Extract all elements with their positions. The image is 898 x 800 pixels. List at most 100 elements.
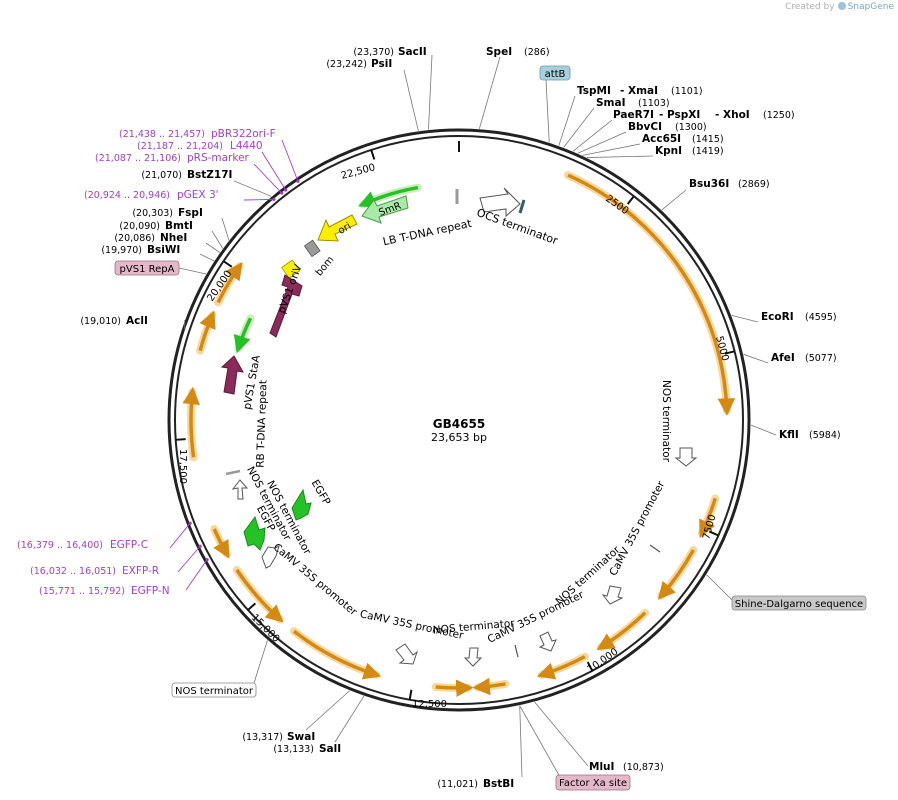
enzyme-name-bsiwi: BsiWI xyxy=(147,244,180,256)
enzyme-name-acli: AclI xyxy=(126,315,148,327)
leader-line-psii xyxy=(403,69,419,131)
enzyme-name-ecori: EcoRI xyxy=(761,311,794,323)
leader-line-factor-xa xyxy=(519,705,561,778)
enzyme-name-bstbi: BstBI xyxy=(483,778,514,790)
leader-line-bstbi xyxy=(519,705,523,778)
leader-line-swai xyxy=(305,690,350,731)
leader-line-nhei xyxy=(205,242,221,253)
backbone-outer-ring xyxy=(167,128,751,712)
leader-line-acc65i xyxy=(582,143,641,156)
enzyme-pos-ecori: (4595) xyxy=(805,312,837,323)
cds-arc-1 xyxy=(567,173,736,416)
primer-name-prs-marker: pRS-marker xyxy=(187,152,250,164)
cds-arc-11 xyxy=(182,386,200,458)
tick-label-2500: 2500 xyxy=(603,193,630,217)
plasmid-name: GB4655 xyxy=(433,417,485,431)
credit-brand: SnapGene xyxy=(847,2,894,12)
plasmid-size: 23,653 bp xyxy=(431,431,487,444)
factor-xa-box xyxy=(555,774,631,791)
leader-line-shine-dalgarno xyxy=(706,574,733,601)
leader-line-sacii xyxy=(428,54,433,130)
pvs1-repa-label: pVS1 RepA xyxy=(120,264,175,275)
enzyme-pos-swai: (13,317) xyxy=(242,732,283,743)
camv35s-mark-right xyxy=(649,544,661,553)
primer-site-egfp-n xyxy=(205,558,209,562)
egfp-arrow-outer xyxy=(243,515,266,551)
enzyme-pos-mlui: (10,873) xyxy=(623,762,664,773)
nos-terminator-arrow-lower xyxy=(538,631,557,652)
primer-line-pgex3 xyxy=(243,198,274,201)
leader-line-mlui xyxy=(534,701,589,767)
enzyme-name-smai: SmaI xyxy=(596,97,626,109)
camv35s-promoter-label-lower-left: CaMV 35S promoter xyxy=(271,541,360,618)
enzyme-pos-bsiwi: (19,970) xyxy=(101,245,142,256)
enzyme-name-mlui: MluI xyxy=(589,761,614,773)
nos-terminator-arrow-left xyxy=(261,545,280,569)
primer-site-l4440 xyxy=(284,188,288,192)
ocs-terminator-label: OCS terminator xyxy=(475,206,560,248)
cds-arc-9 xyxy=(235,568,284,623)
primer-name-egfp-c: EGFP-C xyxy=(110,539,148,551)
nos-terminator-arrow-right xyxy=(674,447,698,467)
primer-site-pgex3 xyxy=(272,197,276,201)
leader-line-xhoi xyxy=(572,119,613,152)
enzyme-pos-smai: (1103) xyxy=(638,98,670,109)
primer-line-exfp-r xyxy=(177,545,201,573)
pvs1-repa-box xyxy=(114,260,180,276)
enzyme-pos-bmti: (20,090) xyxy=(119,221,160,232)
primer-line-pbr322ori-f xyxy=(281,139,299,182)
leader-line-nos-term-box xyxy=(253,640,268,684)
enzyme-pos-nhei: (20,086) xyxy=(114,233,155,244)
backbone-tick-5 xyxy=(408,689,413,700)
primer-name-exfp-r: EXFP-R xyxy=(122,565,159,577)
backbone-tick-6 xyxy=(247,602,257,611)
cds-arc-8 xyxy=(292,629,382,680)
enzyme-name-bstz17i: BstZ17I xyxy=(187,169,232,181)
leader-line-tspmi xyxy=(558,95,576,146)
factor-xa-label: Factor Xa site xyxy=(559,778,627,789)
leader-line-spei xyxy=(478,56,501,129)
enzyme-name-paer7i: PaeR7I xyxy=(613,109,654,121)
enzyme-pos-xmai: (1101) xyxy=(671,86,703,97)
primer-line-l4440 xyxy=(261,151,287,191)
enzyme-name-xmai: - XmaI xyxy=(620,85,658,97)
cds-arc-5 xyxy=(536,655,586,680)
cds-arc-10 xyxy=(212,528,230,559)
leader-line-bsiwi xyxy=(199,253,215,262)
backbone-tick-8 xyxy=(222,260,233,268)
leader-lines xyxy=(169,54,777,778)
enzyme-name-psii: PsiI xyxy=(371,58,392,70)
cds-arc-8-glow xyxy=(290,627,381,679)
primer-name-pbr322ori-f: pBR322ori-F xyxy=(211,128,276,140)
backbone-inner-ring xyxy=(174,135,744,705)
enzyme-name-xhoi: - XhoI xyxy=(715,109,750,121)
attb-label: attB xyxy=(545,69,566,80)
credit-prefix: Created by xyxy=(785,2,835,12)
enzyme-name-swai: SwaI xyxy=(287,731,315,743)
cds-arc-2 xyxy=(699,497,717,539)
enzyme-pos-fspi: (20,303) xyxy=(132,208,173,219)
primer-range-pgex3: (20,924 .. 20,946) xyxy=(84,190,170,201)
nos-terminator-arrow-bottom xyxy=(463,647,483,667)
leader-line-kpni xyxy=(586,155,654,158)
backbone-tick-2 xyxy=(724,350,735,355)
enzyme-name-bmti: BmtI xyxy=(165,220,193,232)
backbone-tick-9 xyxy=(370,149,376,160)
primer-line-egfp-n xyxy=(185,559,208,591)
camv35s-promoter-label-lower-right: CaMV 35S promoter xyxy=(486,589,587,646)
primer-line-egfp-c xyxy=(169,522,191,549)
leader-line-fspi xyxy=(221,217,230,241)
attb-site-mark xyxy=(518,199,526,214)
cds-arc-4 xyxy=(596,611,647,651)
tick-label-12500: 12,500 xyxy=(412,699,447,710)
camv35s-mark-bottom xyxy=(514,644,519,658)
nos-terminator-box xyxy=(171,682,257,698)
enzyme-name-kfli: KflI xyxy=(779,429,799,441)
primer-site-egfp-c xyxy=(188,521,192,525)
cds-arc-12 xyxy=(198,310,216,352)
leader-line-attb xyxy=(545,79,550,143)
camv35s-promoter-label-right: CaMV 35S promoter xyxy=(607,479,667,578)
enzyme-pos-bsu36i: (2869) xyxy=(738,179,770,190)
backbone-tick-1 xyxy=(626,195,635,205)
